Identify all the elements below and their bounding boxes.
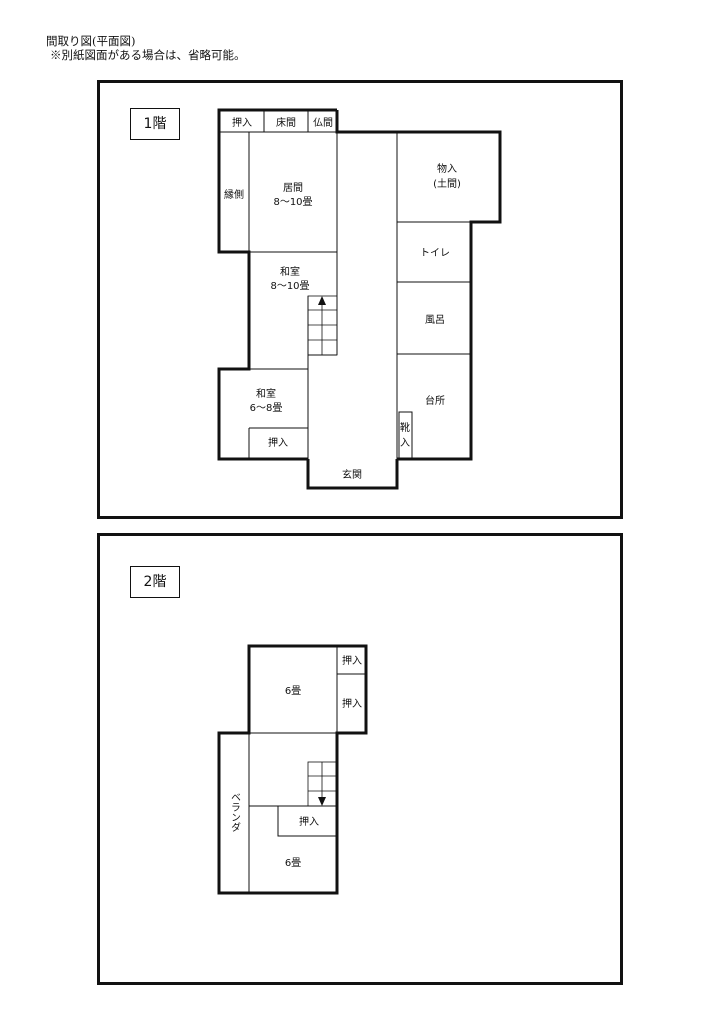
floor2-panel [97, 533, 623, 985]
room-label-washitsu1: 和室 [280, 265, 300, 278]
room-label-geta-2: 入 [400, 438, 410, 449]
room-label-genkan: 玄関 [342, 468, 362, 481]
floor1-label: 1階 [130, 108, 180, 140]
room-label-monoire: 物入 [437, 162, 457, 175]
floor2-stairs [307, 761, 338, 807]
floor1-panel [97, 80, 623, 519]
room-label-oshiire-top: 押入 [232, 116, 252, 129]
genkan-wall [306, 459, 399, 490]
room-label-oshiire-b: 押入 [342, 697, 362, 710]
room-size-washitsu1: 8～10畳 [270, 280, 309, 292]
room-label-tokonoma: 床間 [276, 116, 296, 129]
header-title: 間取り図(平面図) [46, 34, 136, 48]
room-note-monoire: (土間) [433, 177, 461, 190]
room-size-top: 6畳 [285, 685, 301, 697]
room-size-ima: 8～10畳 [273, 196, 312, 208]
room-label-butsuma: 仏間 [313, 117, 333, 129]
room-label-oshiire-a: 押入 [342, 654, 362, 667]
floor2-plan: 6畳 押入 押入 押入 6畳 ベランダ [217, 644, 368, 895]
room-label-ima: 居間 [283, 182, 303, 194]
room-label-daidokoro: 台所 [425, 394, 445, 407]
floor2-outer-wall [217, 644, 368, 895]
oshiire-box [277, 805, 338, 837]
room-label-oshiire-bottom: 押入 [268, 436, 288, 449]
room-label-engawa: 縁側 [224, 188, 244, 201]
room-label-furo: 風呂 [425, 314, 445, 326]
room-label-toilet: トイレ [420, 248, 450, 259]
header-note: ※別紙図面がある場合は、省略可能。 [50, 48, 246, 62]
room-size-bottom: 6畳 [285, 857, 301, 869]
room-label-washitsu2: 和室 [256, 387, 276, 400]
room-label-geta-1: 靴 [400, 421, 410, 434]
room-label-oshiire-c: 押入 [299, 815, 319, 828]
shoe-box [398, 411, 413, 460]
room-label-veranda: ベランダ [229, 792, 241, 832]
stair-down-arrow-icon [318, 797, 326, 806]
floor1-stairs [307, 295, 338, 356]
floor1-right-wall [335, 110, 502, 461]
floor1-plan: 押入 床間 仏間 縁側 居間 8～10畳 和室 8～10畳 和室 6～8畳 押入… [217, 108, 502, 490]
stair-up-arrow-icon [318, 296, 326, 305]
floor2-label: 2階 [130, 566, 180, 598]
floor1-left-wall [217, 108, 337, 461]
room-size-washitsu2: 6～8畳 [250, 402, 283, 414]
